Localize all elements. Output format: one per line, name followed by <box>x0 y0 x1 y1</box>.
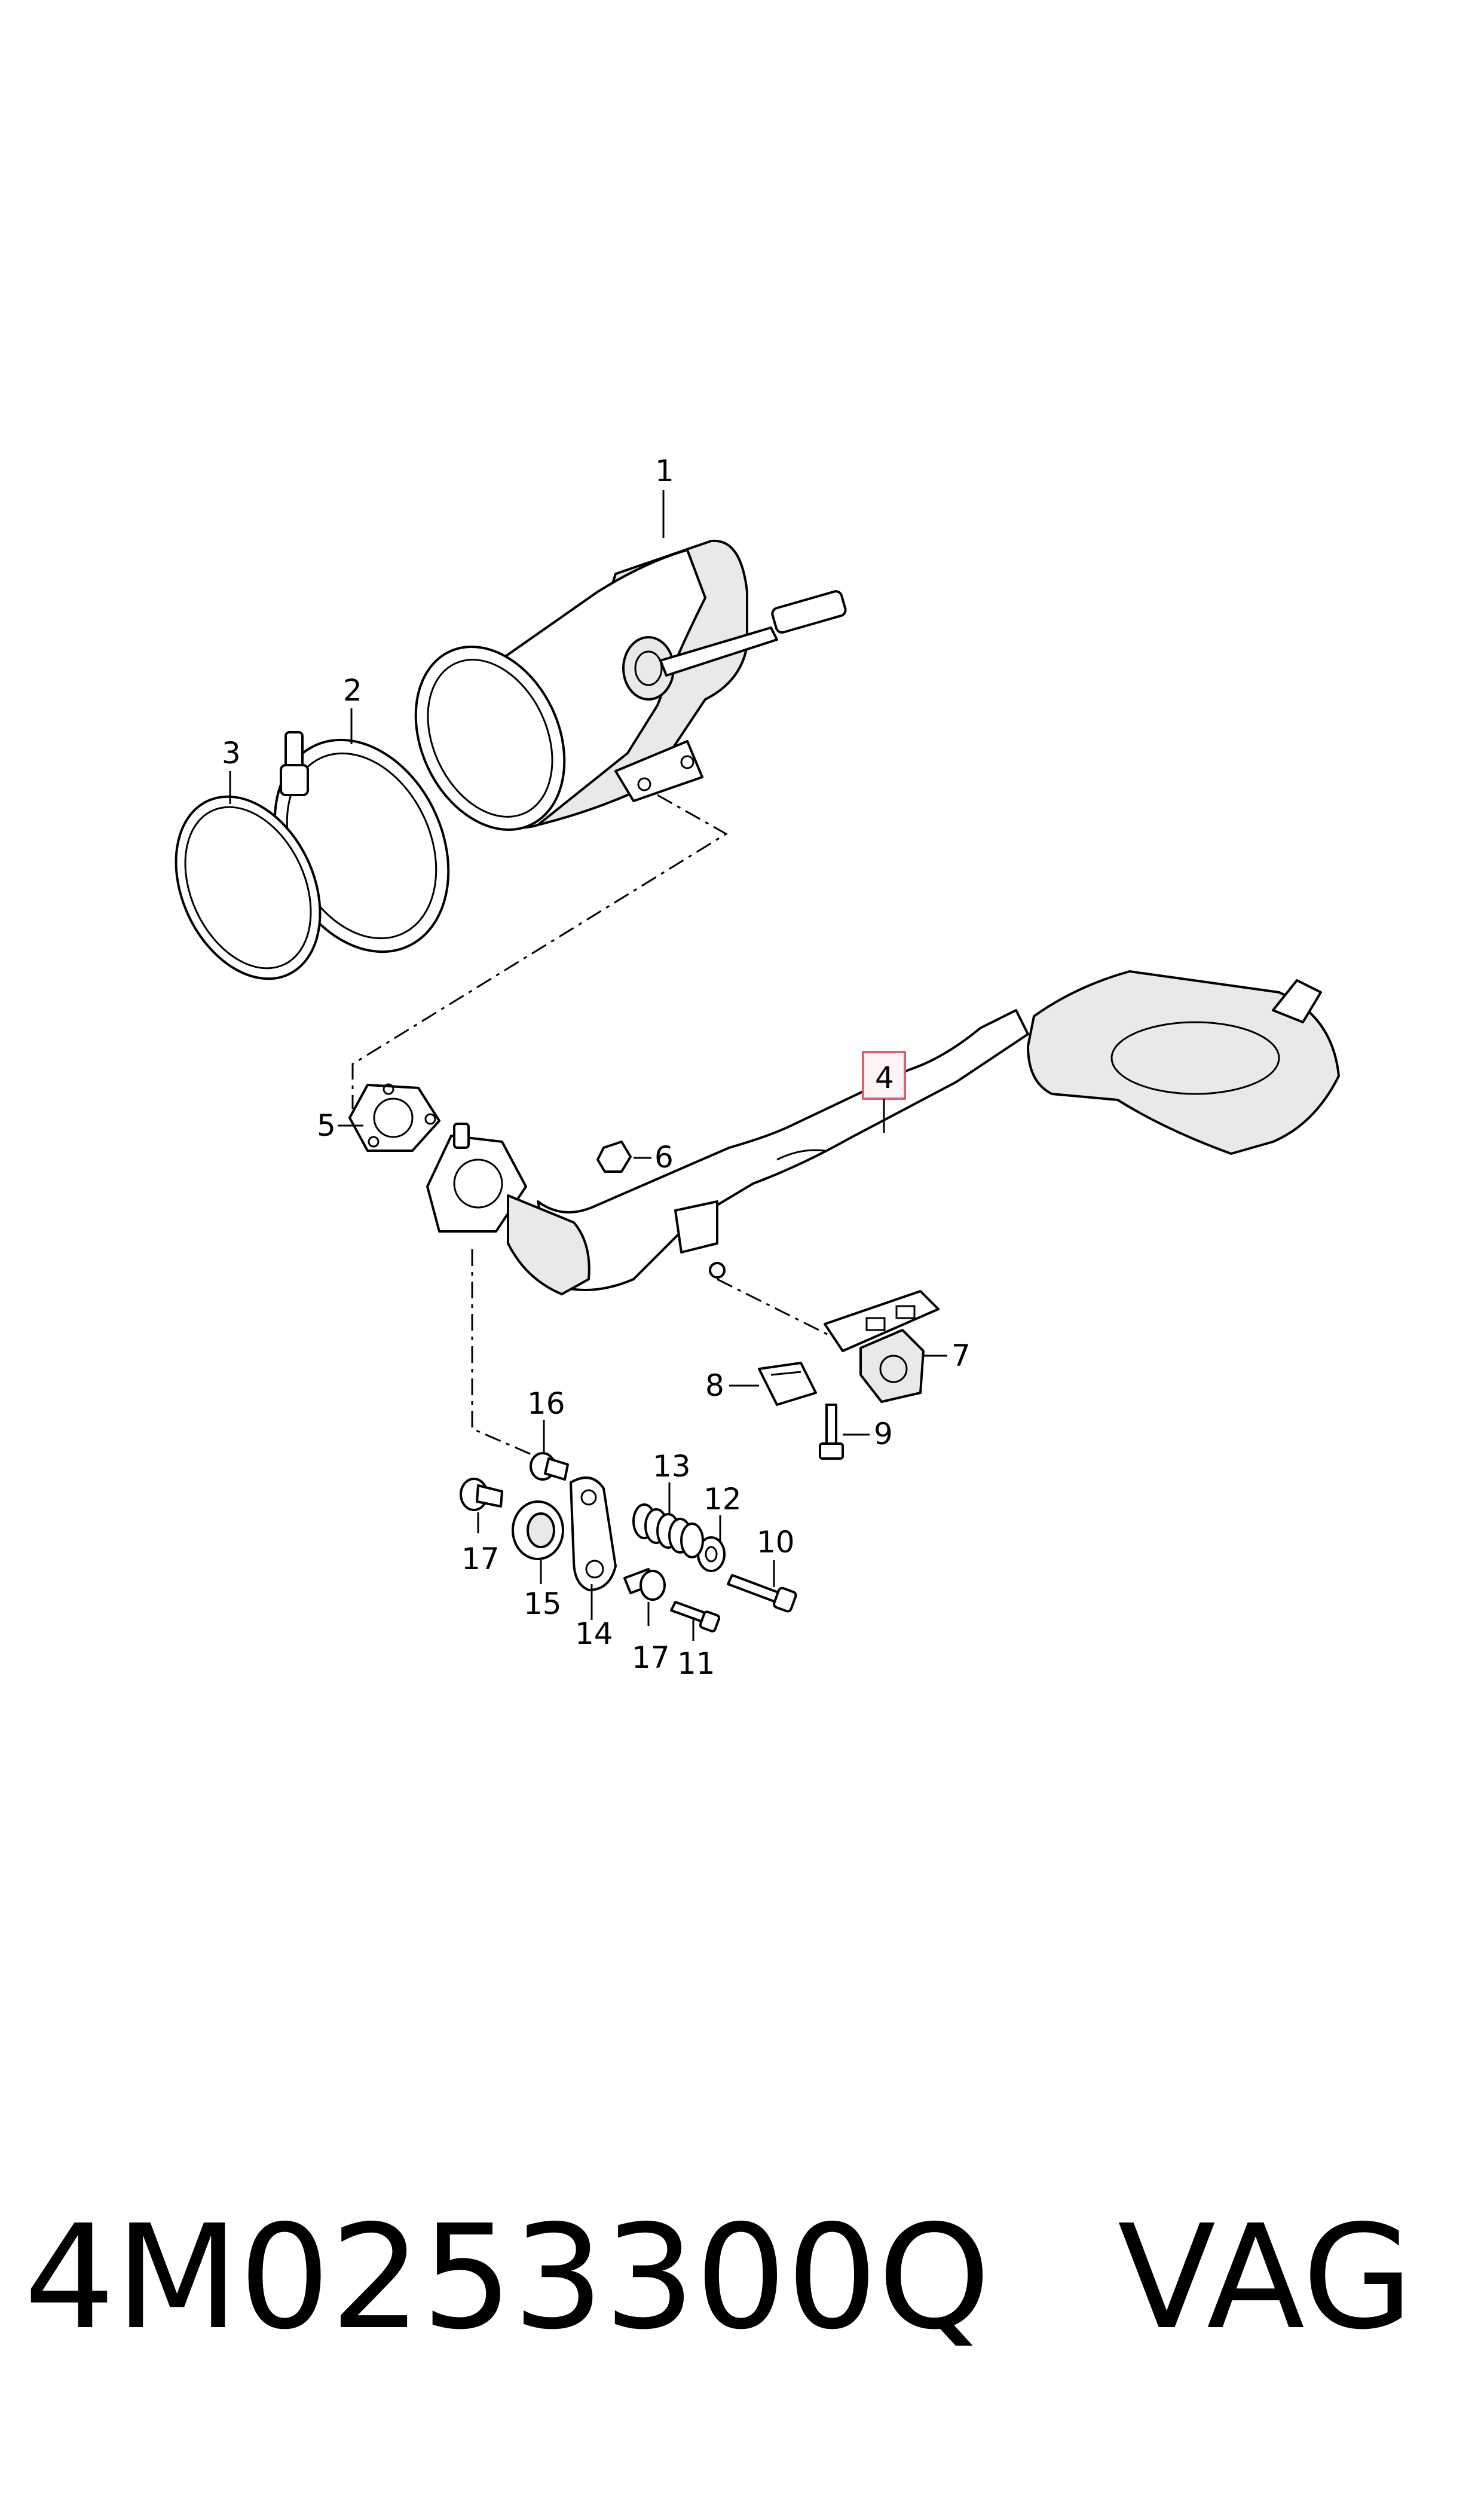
part-number: 4M0253300Q <box>24 2194 991 2361</box>
clip-nut-part <box>758 1362 817 1406</box>
footer: 4M0253300Q VAG <box>24 2188 1470 2367</box>
callout-5: 5 <box>317 1108 336 1143</box>
callout-4: 4 <box>875 1060 894 1095</box>
hanger-bracket-part <box>570 1476 617 1591</box>
callout-9: 9 <box>874 1417 893 1451</box>
callout-8: 8 <box>705 1368 724 1403</box>
callout-2: 2 <box>343 673 362 708</box>
callout-10: 10 <box>757 1525 795 1560</box>
callout-7: 7 <box>951 1338 971 1373</box>
flange-flex-section <box>426 1123 590 1295</box>
callout-4-highlight-box <box>862 1051 906 1100</box>
callout-13: 13 <box>653 1449 691 1484</box>
callout-11: 11 <box>677 1646 715 1681</box>
callout-17a: 17 <box>461 1542 500 1576</box>
assembly-line-flange-to-bracket <box>471 1249 541 1460</box>
catalytic-converter-part <box>414 539 847 831</box>
bolt-part-10 <box>727 1574 797 1613</box>
spacer-sleeve-part <box>530 1452 569 1481</box>
seal-ring-part <box>175 795 322 980</box>
flanged-sleeve-part-right <box>623 1568 666 1601</box>
callout-17b: 17 <box>632 1640 670 1675</box>
callout-6: 6 <box>654 1140 674 1175</box>
exhaust-pipe-part <box>537 970 1340 1291</box>
callout-14: 14 <box>575 1616 613 1651</box>
callout-3: 3 <box>222 736 241 771</box>
flanged-sleeve-part-left <box>460 1478 503 1511</box>
assembly-line-cat-to-pipe <box>351 794 728 1109</box>
bolt-part-11 <box>670 1601 721 1633</box>
rubber-bush-part <box>512 1500 564 1560</box>
spring-part <box>632 1503 704 1558</box>
brand-name: VAG <box>1118 2194 1413 2361</box>
gasket-part <box>348 1083 440 1152</box>
bolt-part-9 <box>819 1404 844 1460</box>
callout-16: 16 <box>527 1386 565 1421</box>
rubber-mount-part <box>824 1290 940 1403</box>
callout-12: 12 <box>703 1482 742 1517</box>
callout-15: 15 <box>524 1586 562 1621</box>
washer-part <box>697 1536 726 1572</box>
callout-1: 1 <box>655 454 674 488</box>
assembly-line-pipe-to-mount <box>717 1278 831 1337</box>
nut-part <box>596 1141 632 1173</box>
